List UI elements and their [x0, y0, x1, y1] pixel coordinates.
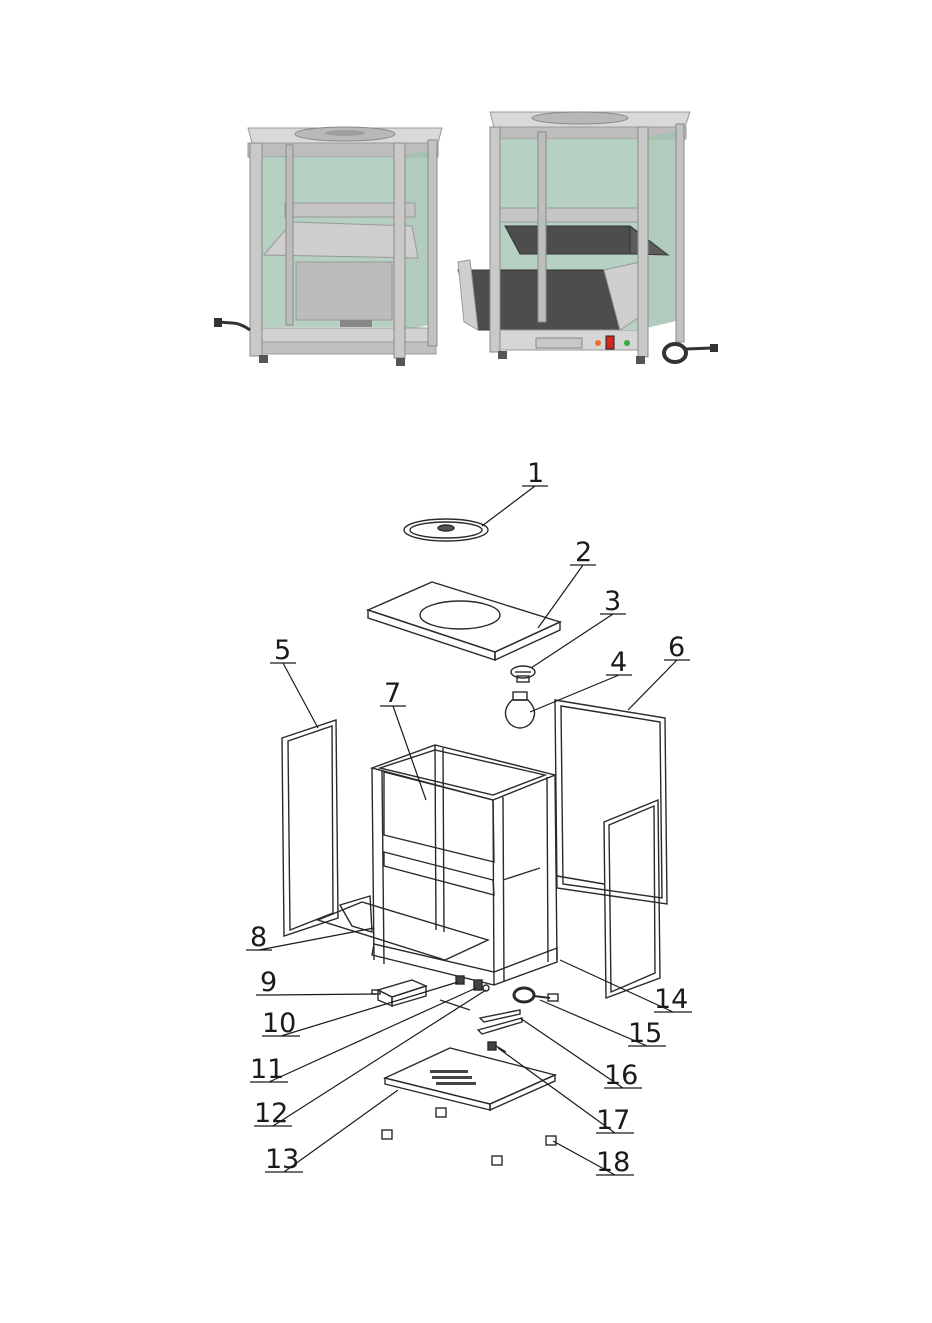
callout-7: 7 — [384, 678, 401, 709]
cabinet-render-open — [458, 112, 718, 364]
callout-13: 13 — [265, 1144, 299, 1175]
part-17-thermostat — [488, 1042, 506, 1052]
callout-15: 15 — [628, 1018, 662, 1049]
callout-numbers: 1 2 3 4 5 6 7 8 9 10 11 12 13 14 15 16 1… — [250, 458, 688, 1178]
part-6-rear-glass — [555, 700, 667, 904]
part-13-bottom-plate — [385, 1048, 555, 1110]
callout-17: 17 — [596, 1105, 630, 1136]
part-16-heater — [440, 1000, 522, 1034]
part-4-bulb — [505, 692, 534, 728]
part-9-drawer — [372, 980, 426, 1006]
callout-4: 4 — [610, 647, 627, 678]
callout-3: 3 — [604, 586, 621, 617]
callout-1: 1 — [527, 458, 544, 489]
callout-14: 14 — [654, 984, 688, 1015]
callout-9: 9 — [260, 967, 277, 998]
callout-6: 6 — [668, 632, 685, 663]
cabinet-render-front — [214, 127, 442, 366]
callout-5: 5 — [274, 635, 291, 666]
callout-10: 10 — [262, 1008, 296, 1039]
callout-2: 2 — [575, 537, 592, 568]
part-18-feet — [382, 1108, 556, 1165]
callout-18: 18 — [596, 1147, 630, 1178]
callout-11: 11 — [250, 1054, 284, 1085]
callout-16: 16 — [604, 1060, 638, 1091]
part-15-cord — [514, 988, 558, 1002]
part-7-frame — [318, 745, 557, 985]
part-2-top-plate — [368, 582, 560, 660]
callout-12: 12 — [254, 1098, 288, 1129]
part-5-side-glass — [282, 720, 338, 936]
callout-8: 8 — [250, 922, 267, 953]
part-1-lid — [404, 519, 488, 541]
